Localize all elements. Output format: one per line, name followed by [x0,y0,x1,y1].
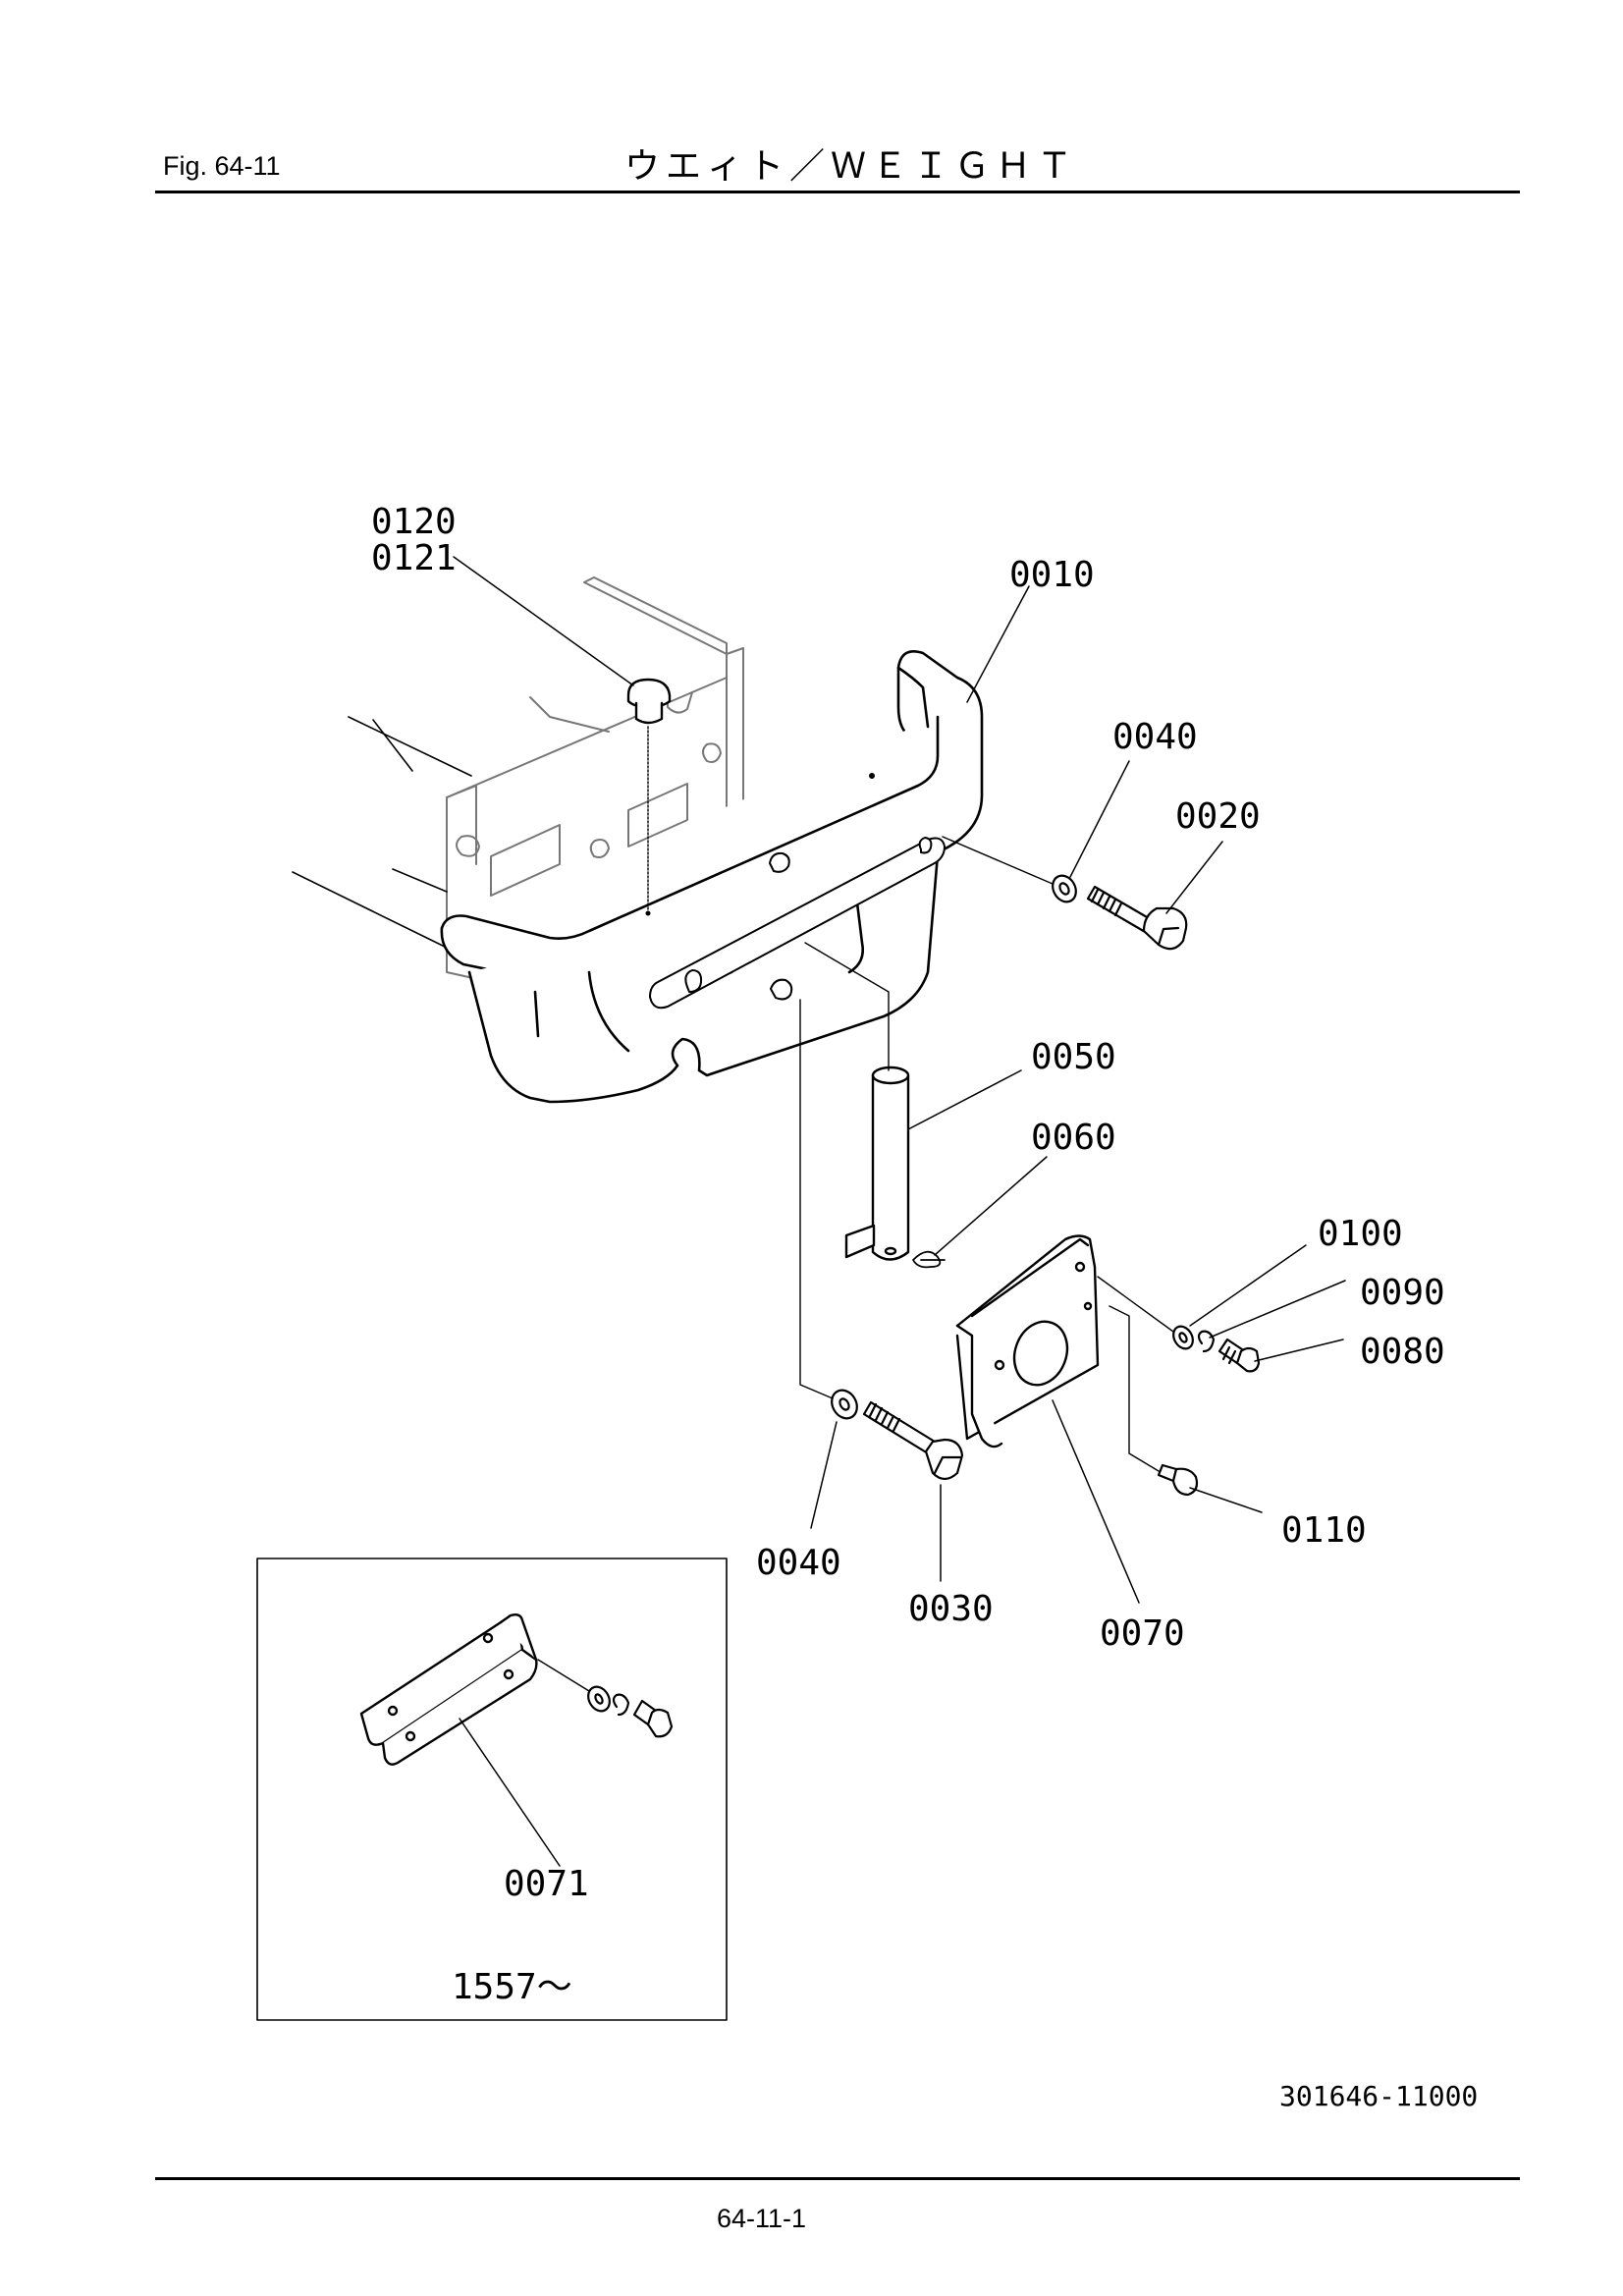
leader-lines [453,556,1346,1604]
frame-beams [292,716,472,949]
bolt-0110 [1157,1463,1199,1497]
label-0040-top: 0040 [1112,717,1198,757]
footer-rule [155,2177,1520,2180]
header-rule [155,191,1520,193]
plate-0070 [955,1234,1100,1449]
label-0010: 0010 [1009,555,1095,595]
pin-0050 [844,1066,910,1261]
figure-number: Fig. 64-11 [163,151,281,181]
label-0040-bottom: 0040 [756,1543,841,1583]
inset-hardware [587,1685,674,1738]
page-title: ウエィト／ＷＥＩＧＨＴ [624,146,1079,187]
inset-serial-range: 1557～ [452,1967,572,2007]
label-0110: 0110 [1281,1510,1367,1551]
label-0100: 0100 [1318,1214,1403,1254]
plug-0120 [626,678,672,725]
drawing-number: 301646-11000 [1279,2080,1479,2112]
washer-0040-top [1052,874,1077,903]
clip-0060 [912,1250,946,1269]
label-0060: 0060 [1031,1118,1116,1158]
label-0090: 0090 [1360,1273,1445,1313]
page-number: 64-11-1 [717,2204,807,2233]
bracket-0071 [359,1613,538,1766]
label-0071: 0071 [504,1864,589,1904]
label-0030: 0030 [908,1589,994,1629]
label-0120: 0120 [371,502,457,542]
bolt-0020 [1086,885,1188,951]
label-0050: 0050 [1031,1037,1116,1077]
label-0080: 0080 [1360,1332,1445,1372]
washer-0040-bottom [831,1389,858,1420]
label-0020: 0020 [1175,796,1261,837]
inset-box [256,1558,728,2021]
hardware-0080-0090-0100 [1172,1325,1261,1373]
bolt-0030 [862,1400,964,1481]
label-0070: 0070 [1100,1613,1185,1654]
weight-slot [649,837,946,1010]
label-0121: 0121 [371,538,457,578]
